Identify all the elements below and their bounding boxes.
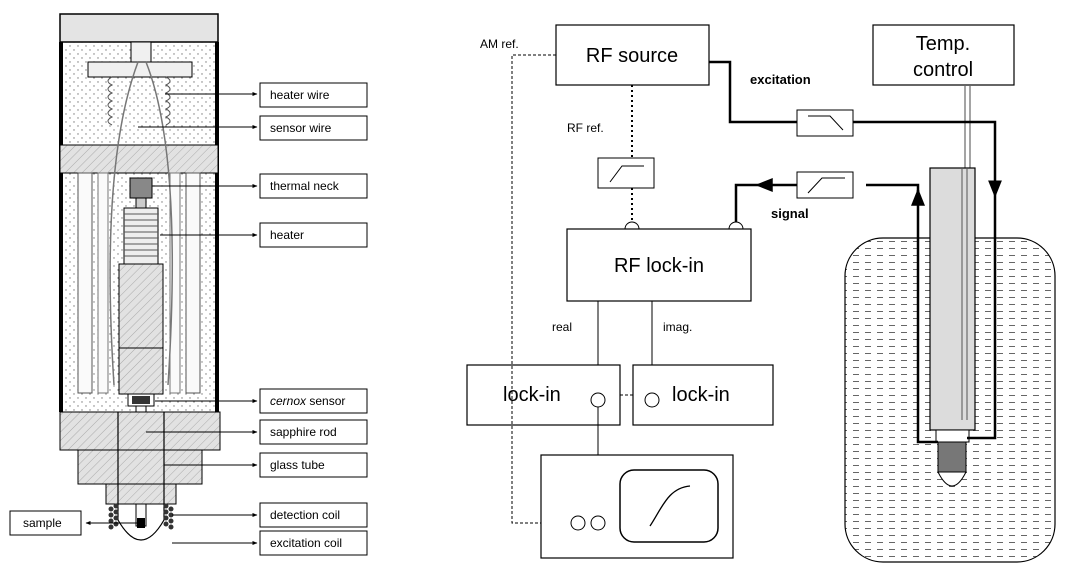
probe-insert xyxy=(929,167,976,431)
signal-label: signal xyxy=(771,206,809,221)
rf-lockin-box xyxy=(566,228,752,302)
excitation-coil-label: excitation coil xyxy=(270,536,342,550)
detection-coil-label: detection coil xyxy=(270,508,340,522)
sensor-wire-label: sensor wire xyxy=(270,121,332,135)
oscilloscope-screen xyxy=(619,469,719,543)
rf-lockin-label: RF lock-in xyxy=(614,255,704,277)
temp-control-label-1: Temp. xyxy=(916,33,970,55)
sapphire-rod-label: sapphire rod xyxy=(270,425,337,439)
temp-control-box xyxy=(872,24,1015,86)
lockin-right-label: lock-in xyxy=(672,384,730,406)
high-pass-filter xyxy=(796,171,854,199)
heater-wire-label: heater wire xyxy=(270,88,330,102)
temp-control-label-2: control xyxy=(913,59,973,81)
rf-ref-filter xyxy=(597,157,655,189)
excitation-label: excitation xyxy=(750,72,811,87)
imag-label: imag. xyxy=(663,320,692,334)
rf-source-label: RF source xyxy=(586,45,678,67)
heater-label: heater xyxy=(270,228,304,242)
rf-source-box xyxy=(555,24,710,86)
lockin-left-label: lock-in xyxy=(503,384,561,406)
circuit-diagram: RF source Temp. control excitation signa… xyxy=(466,24,1056,563)
thermal-neck-label: thermal neck xyxy=(270,179,340,193)
low-pass-filter xyxy=(796,109,854,137)
rf-ref-label: RF ref. xyxy=(567,121,604,135)
sample-label: sample xyxy=(23,516,62,530)
cernox-sensor-label: cernox sensor xyxy=(270,394,345,408)
glass-tube-label: glass tube xyxy=(270,458,325,472)
probe-diagram: heater wire sensor wire thermal neck hea… xyxy=(9,13,368,556)
am-ref-label: AM ref. xyxy=(480,37,519,51)
real-label: real xyxy=(552,320,572,334)
